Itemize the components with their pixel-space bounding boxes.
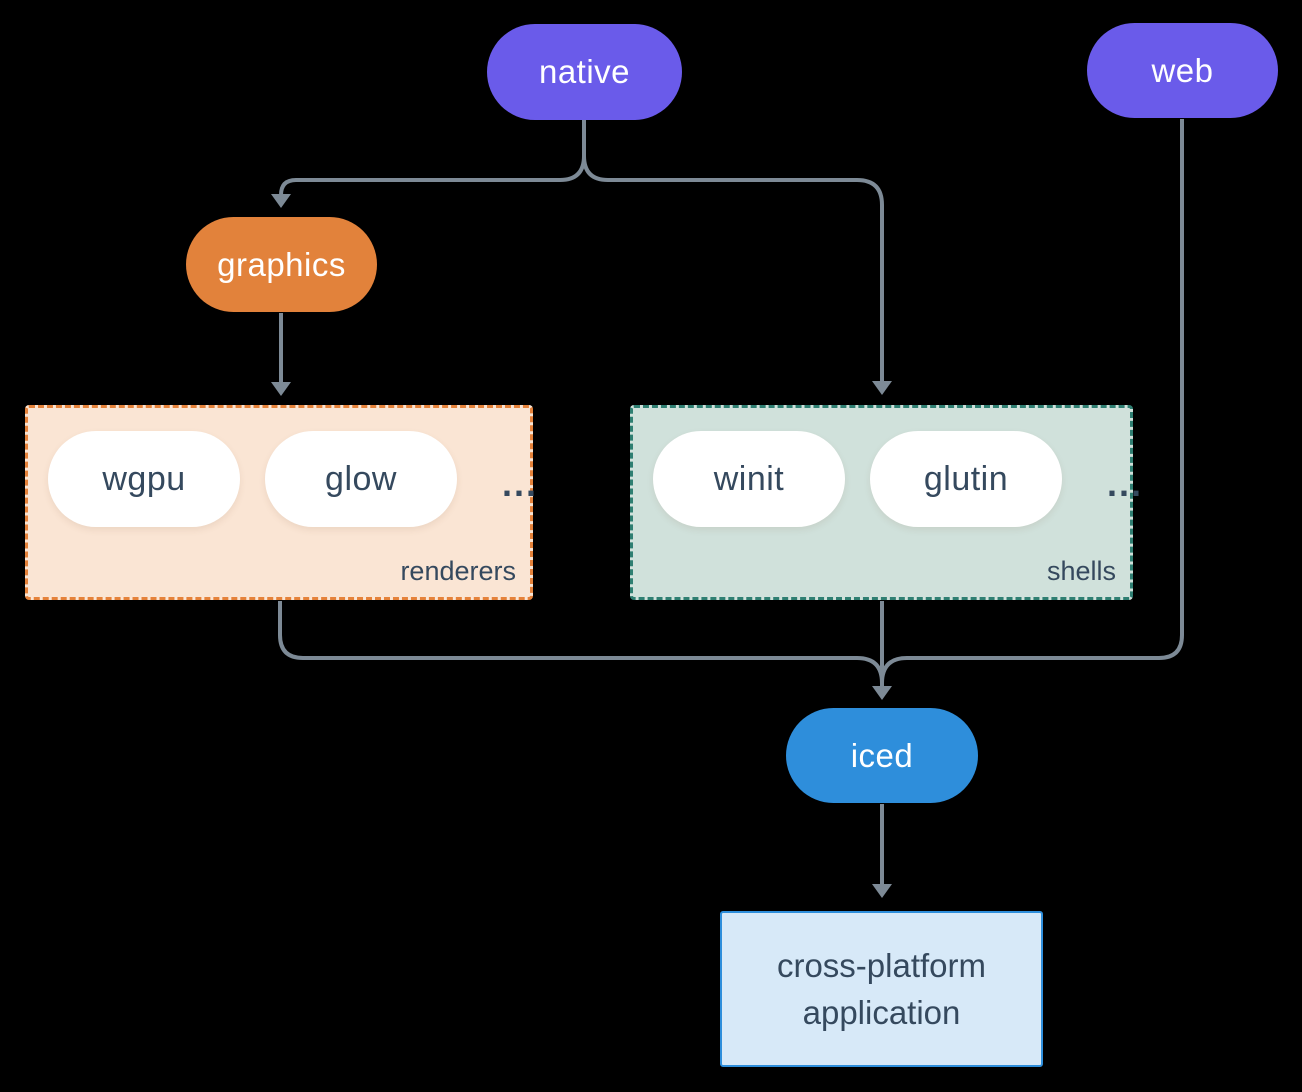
edge-renderers-to-iced: [278, 601, 884, 684]
shells-ellipsis: ...: [1107, 463, 1144, 504]
renderers-ellipsis: ...: [502, 463, 539, 504]
node-wgpu-label: wgpu: [102, 459, 186, 498]
group-shells-label: shells: [1046, 556, 1116, 586]
group-shells-row: winit glutin ...: [633, 431, 1141, 527]
application-label-line2: application: [802, 994, 961, 1031]
group-renderers-label: renderers: [400, 556, 516, 586]
node-winit-label: winit: [713, 459, 785, 498]
group-renderers-row: wgpu glow ...: [28, 431, 536, 527]
node-wgpu: wgpu: [48, 431, 240, 527]
node-iced-label: iced: [850, 736, 914, 774]
node-glutin-label: glutin: [923, 459, 1009, 498]
application-label-line1: cross-platform: [776, 947, 987, 984]
node-glow-label: glow: [325, 459, 397, 498]
node-graphics: graphics: [186, 217, 377, 312]
node-glutin: glutin: [870, 431, 1062, 527]
node-cross-platform-application: cross-platform application: [720, 911, 1043, 1067]
node-glow: glow: [265, 431, 457, 527]
node-native-label: native: [538, 53, 631, 90]
node-graphics-label: graphics: [217, 245, 346, 283]
node-iced: iced: [786, 708, 978, 803]
node-web-label: web: [1151, 51, 1214, 89]
edge-native-to-shells: [582, 120, 892, 395]
node-web: web: [1087, 23, 1278, 118]
group-shells: winit glutin ... shells: [630, 405, 1141, 600]
edge-native-to-graphics: [271, 120, 586, 208]
group-renderers: wgpu glow ... renderers: [25, 405, 536, 600]
node-native: native: [487, 24, 682, 120]
node-winit: winit: [653, 431, 845, 527]
